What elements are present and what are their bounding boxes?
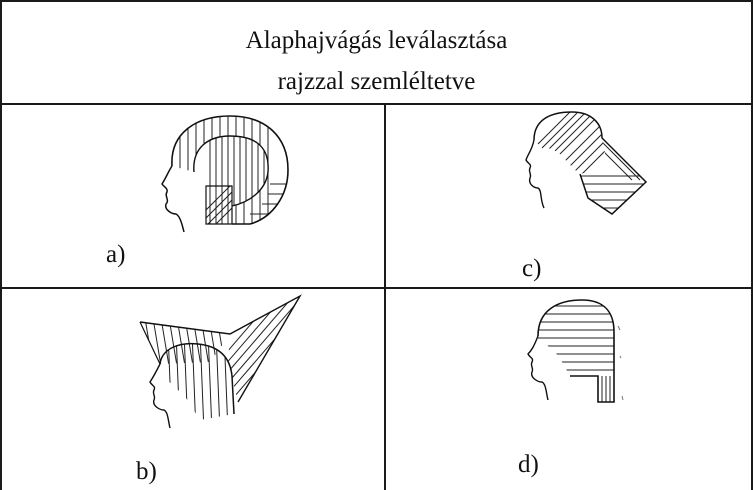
column-divider xyxy=(384,103,386,490)
label-c: c) xyxy=(522,255,542,282)
title-divider xyxy=(0,103,753,105)
row-divider xyxy=(0,287,753,289)
figure-b-head-drawing xyxy=(120,292,320,432)
table-title-line-1: Alaphajvágás leválasztása xyxy=(245,27,508,54)
label-d: d) xyxy=(518,451,539,478)
figure-d-head-drawing xyxy=(508,296,648,426)
table-title-line-2: rajzzal szemléltetve xyxy=(277,68,476,95)
figure-c-head-drawing xyxy=(510,110,660,220)
table-left-border xyxy=(0,0,2,490)
figure-a-head-drawing xyxy=(150,114,330,238)
table-right-border xyxy=(751,0,753,490)
table-top-border xyxy=(0,0,753,2)
label-a: a) xyxy=(106,241,126,268)
label-b: b) xyxy=(136,458,157,485)
